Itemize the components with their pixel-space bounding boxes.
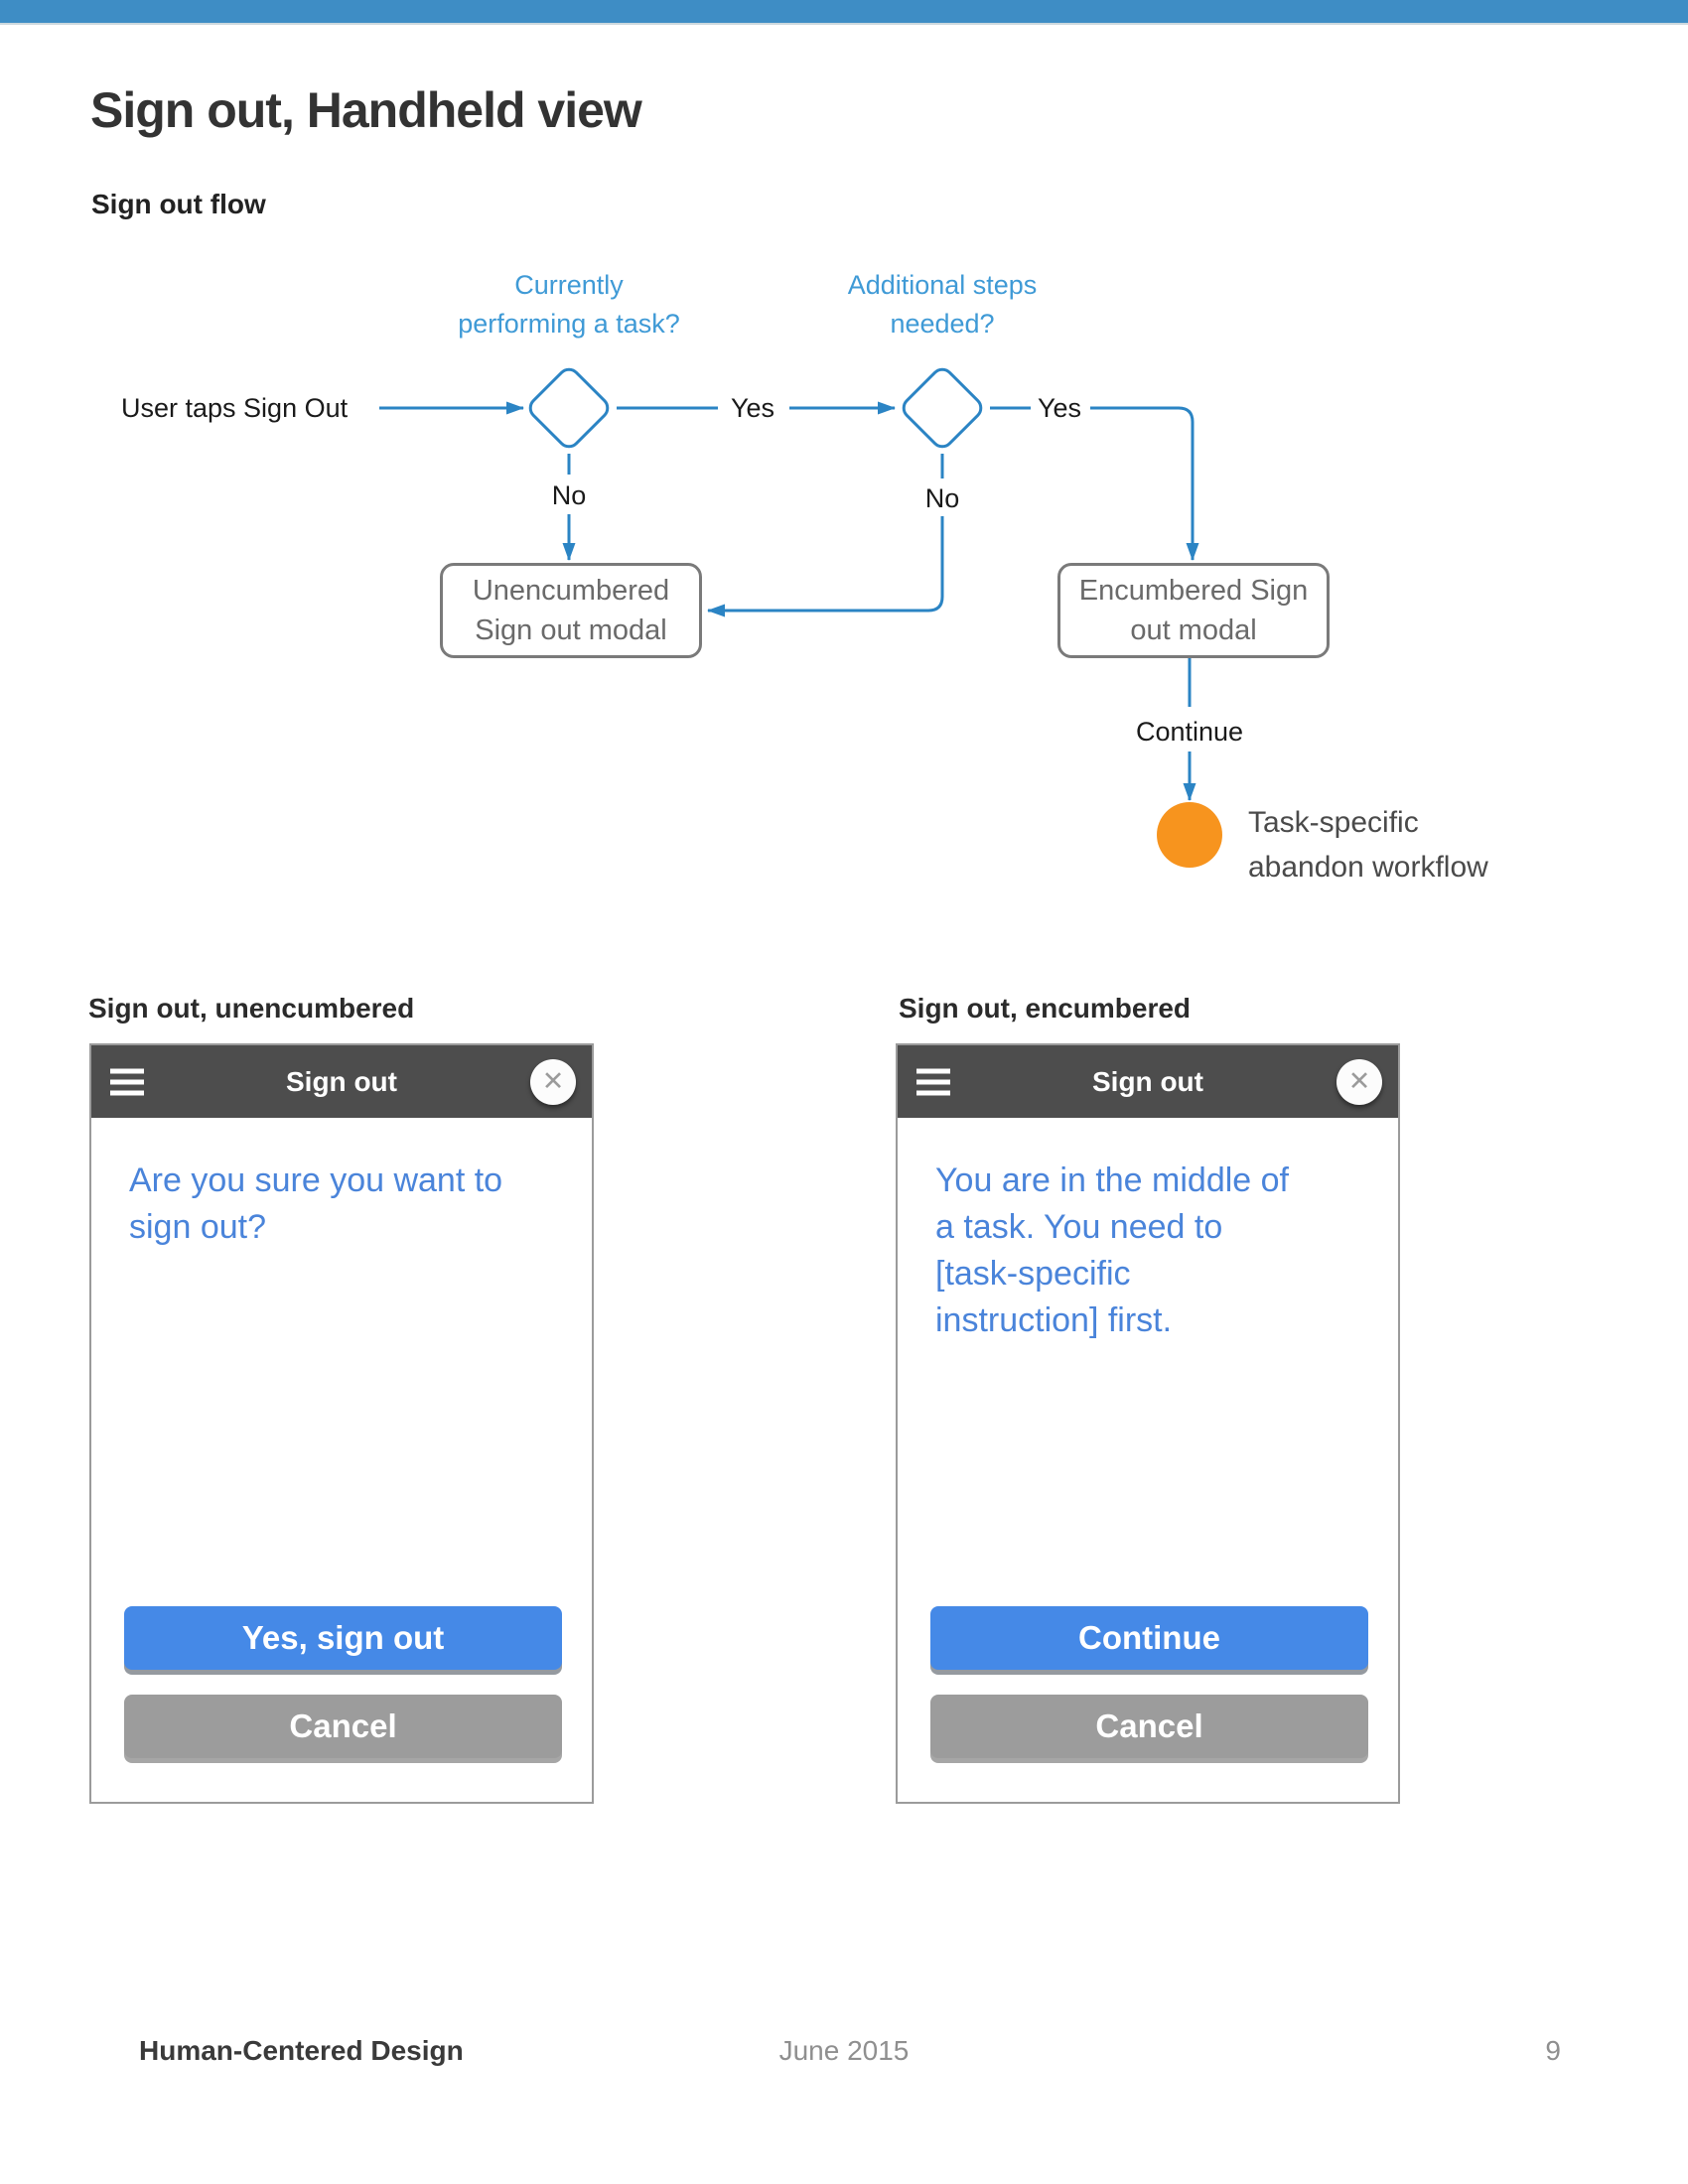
flow-section-heading: Sign out flow (91, 189, 266, 219)
encumbered-node-line1: Encumbered Sign (1078, 575, 1309, 607)
abandon-workflow-label-line1: Task-specific (1248, 806, 1419, 839)
encumbered-body-line1: You are in the middle of (935, 1161, 1289, 1199)
unencumbered-section-heading: Sign out, unencumbered (88, 993, 415, 1024)
unencumbered-modal-title: Sign out (286, 1065, 397, 1097)
encumbered-node-line2: out modal (1130, 614, 1257, 646)
unencumbered-signout-modal: Sign out ✕ Are you sure you want to sign… (89, 1043, 594, 1804)
abandon-workflow-label: Task-specific abandon workflow (1248, 800, 1488, 889)
decision2-label: Additional steps needed? (848, 266, 1038, 343)
close-icon: ✕ (541, 1066, 565, 1096)
encumbered-modal-node: Encumbered Sign out modal (1057, 563, 1330, 658)
close-button[interactable]: ✕ (1336, 1058, 1382, 1105)
encumbered-signout-modal: Sign out ✕ You are in the middle of a ta… (896, 1043, 1400, 1804)
unencumbered-modal-body: Are you sure you want to sign out? (91, 1118, 592, 1251)
unencumbered-body-line2: sign out? (129, 1208, 266, 1246)
footer-date: June 2015 (778, 2035, 910, 2066)
encumbered-body-line2: a task. You need to (935, 1208, 1223, 1246)
unencumbered-node-line2: Sign out modal (475, 614, 667, 646)
unencumbered-modal-header: Sign out ✕ (91, 1045, 592, 1118)
decision1-label: Currently performing a task? (458, 266, 680, 343)
decision2-no-label: No (924, 483, 960, 513)
decision1-label-line1: Currently (514, 270, 624, 300)
encumbered-modal-header: Sign out ✕ (898, 1045, 1398, 1118)
continue-button[interactable]: Continue (930, 1606, 1368, 1670)
close-button[interactable]: ✕ (530, 1058, 576, 1105)
footer-page-number: 9 (1545, 2035, 1561, 2066)
menu-icon[interactable] (110, 1068, 144, 1095)
close-icon: ✕ (1347, 1066, 1371, 1096)
unencumbered-node-line1: Unencumbered (472, 575, 670, 607)
encumbered-section-heading: Sign out, encumbered (899, 993, 1192, 1024)
abandon-workflow-label-line2: abandon workflow (1248, 851, 1488, 884)
encumbered-body-line4: instruction] first. (935, 1301, 1173, 1339)
cancel-button-encumbered[interactable]: Cancel (930, 1695, 1368, 1758)
encumbered-modal-title: Sign out (1092, 1065, 1203, 1097)
decision1-diamond (523, 362, 615, 454)
menu-icon[interactable] (916, 1068, 950, 1095)
abandon-workflow-terminal-dot (1157, 802, 1222, 868)
encumbered-body-line3: [task-specific (935, 1255, 1131, 1293)
decision2-yes-label: Yes (1037, 393, 1082, 423)
unencumbered-body-line1: Are you sure you want to (129, 1161, 503, 1199)
decision2-label-line2: needed? (890, 309, 995, 339)
continue-edge-label: Continue (1135, 717, 1244, 747)
decision1-label-line2: performing a task? (458, 309, 680, 339)
footer-document-name: Human-Centered Design (139, 2035, 464, 2066)
yes-sign-out-button[interactable]: Yes, sign out (124, 1606, 562, 1670)
top-accent-bar (0, 0, 1688, 25)
flow-start-label: User taps Sign Out (121, 393, 349, 423)
page-title: Sign out, Handheld view (90, 82, 642, 138)
decision2-label-line1: Additional steps (847, 270, 1038, 300)
decision1-yes-label: Yes (730, 393, 775, 423)
encumbered-modal-body: You are in the middle of a task. You nee… (898, 1118, 1398, 1344)
decision1-no-label: No (551, 480, 587, 510)
unencumbered-modal-node: Unencumbered Sign out modal (440, 563, 702, 658)
decision2-diamond (897, 362, 988, 454)
cancel-button-unencumbered[interactable]: Cancel (124, 1695, 562, 1758)
